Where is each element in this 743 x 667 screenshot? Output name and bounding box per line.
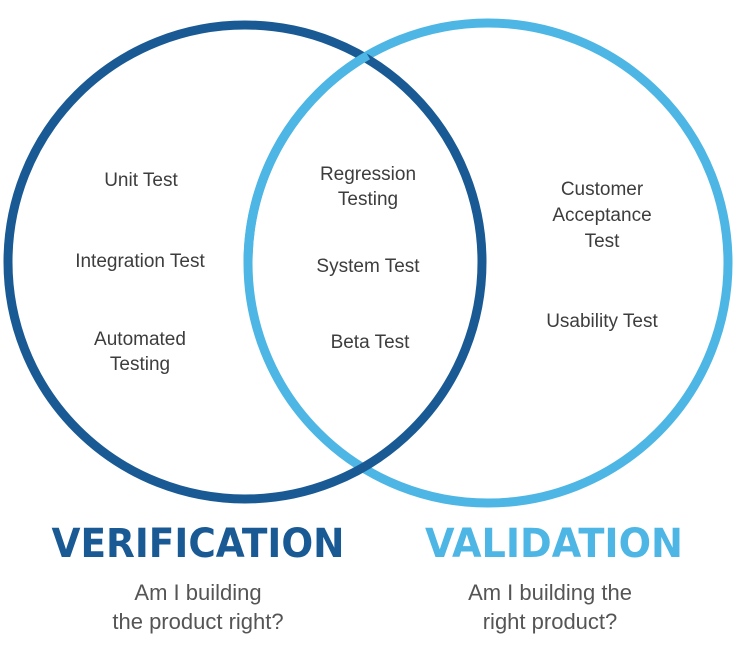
validation-heading: VALIDATION [425, 521, 683, 567]
verification-question-line1: Am I building [134, 580, 261, 605]
validation-circle-overlap-arc [243, 51, 371, 264]
integration-test-label: Integration Test [75, 251, 205, 272]
verification-question-line2: the product right? [112, 609, 283, 634]
unit-test-label: Unit Test [104, 170, 178, 191]
regression-testing-label-line1: Regression [320, 164, 416, 185]
validation-question-line2: right product? [483, 609, 618, 634]
verification-circle [3, 20, 487, 504]
customer-acceptance-test-label-line1: Customer [561, 179, 644, 200]
automated-testing-label-line1: Automated [94, 329, 186, 350]
customer-acceptance-test-label-line3: Test [585, 231, 621, 252]
verification-heading: VERIFICATION [52, 521, 345, 567]
beta-test-label: Beta Test [331, 332, 411, 353]
system-test-label: System Test [316, 256, 420, 277]
validation-question-line1: Am I building the [468, 580, 632, 605]
usability-test-label: Usability Test [546, 311, 658, 332]
regression-testing-label-line2: Testing [338, 189, 398, 210]
automated-testing-label-line2: Testing [110, 354, 170, 375]
customer-acceptance-test-label-line2: Acceptance [552, 205, 651, 226]
